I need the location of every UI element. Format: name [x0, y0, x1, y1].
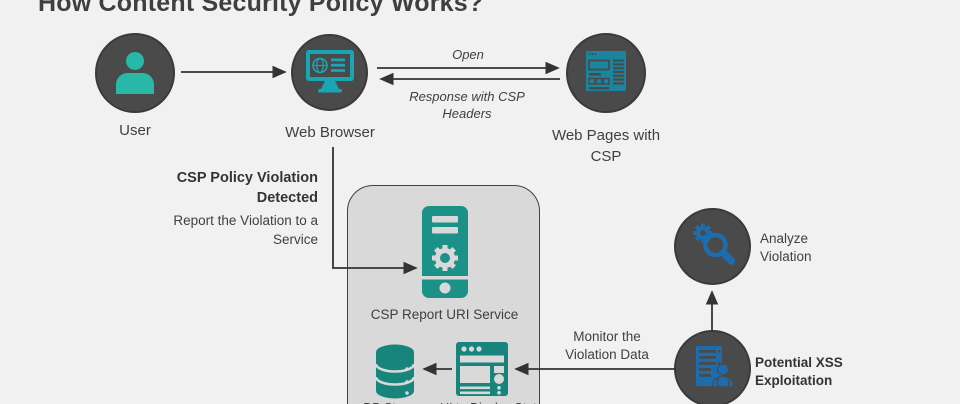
person-icon	[112, 48, 158, 99]
svg-text:{ }: { }	[714, 379, 730, 389]
analyze-violation-node	[674, 208, 751, 285]
webpage-wireframe-icon	[583, 48, 629, 99]
xss-exploitation-node: { }	[674, 330, 751, 404]
gear-magnifier-icon	[689, 220, 737, 273]
csp-report-service-label: CSP Report URI Service	[370, 307, 519, 322]
database-icon	[374, 343, 416, 404]
web-pages-node	[566, 33, 646, 113]
xss-exploitation-label: Potential XSS Exploitation or Code Quali…	[755, 336, 843, 404]
response-edge-label: Response with CSP Headers	[409, 89, 525, 122]
code-review-person-icon: { }	[692, 343, 734, 394]
web-browser-node	[291, 34, 368, 111]
ui-display-label: UI to Display Stats	[434, 400, 549, 404]
dashboard-icon	[456, 342, 508, 401]
web-pages-label: Web Pages with CSP	[551, 127, 661, 165]
browser-monitor-icon	[303, 46, 357, 99]
violation-detected-label: CSP Policy Violation Detected	[176, 170, 318, 206]
analyze-violation-label: Analyze Violation	[760, 231, 812, 264]
web-browser-label: Web Browser	[285, 124, 375, 141]
monitor-data-label: Monitor the Violation Data	[565, 329, 649, 362]
server-gear-icon	[422, 206, 468, 303]
user-node	[95, 33, 175, 113]
open-edge-label: Open	[452, 47, 484, 62]
report-violation-label: Report the Violation to a Service	[173, 213, 318, 247]
xss-label-bold: Potential XSS Exploitation	[755, 354, 843, 388]
user-label: User	[119, 122, 151, 139]
db-storage-label: DB Storage	[348, 400, 443, 404]
page-title: How Content Security Policy Works?	[38, 0, 484, 17]
